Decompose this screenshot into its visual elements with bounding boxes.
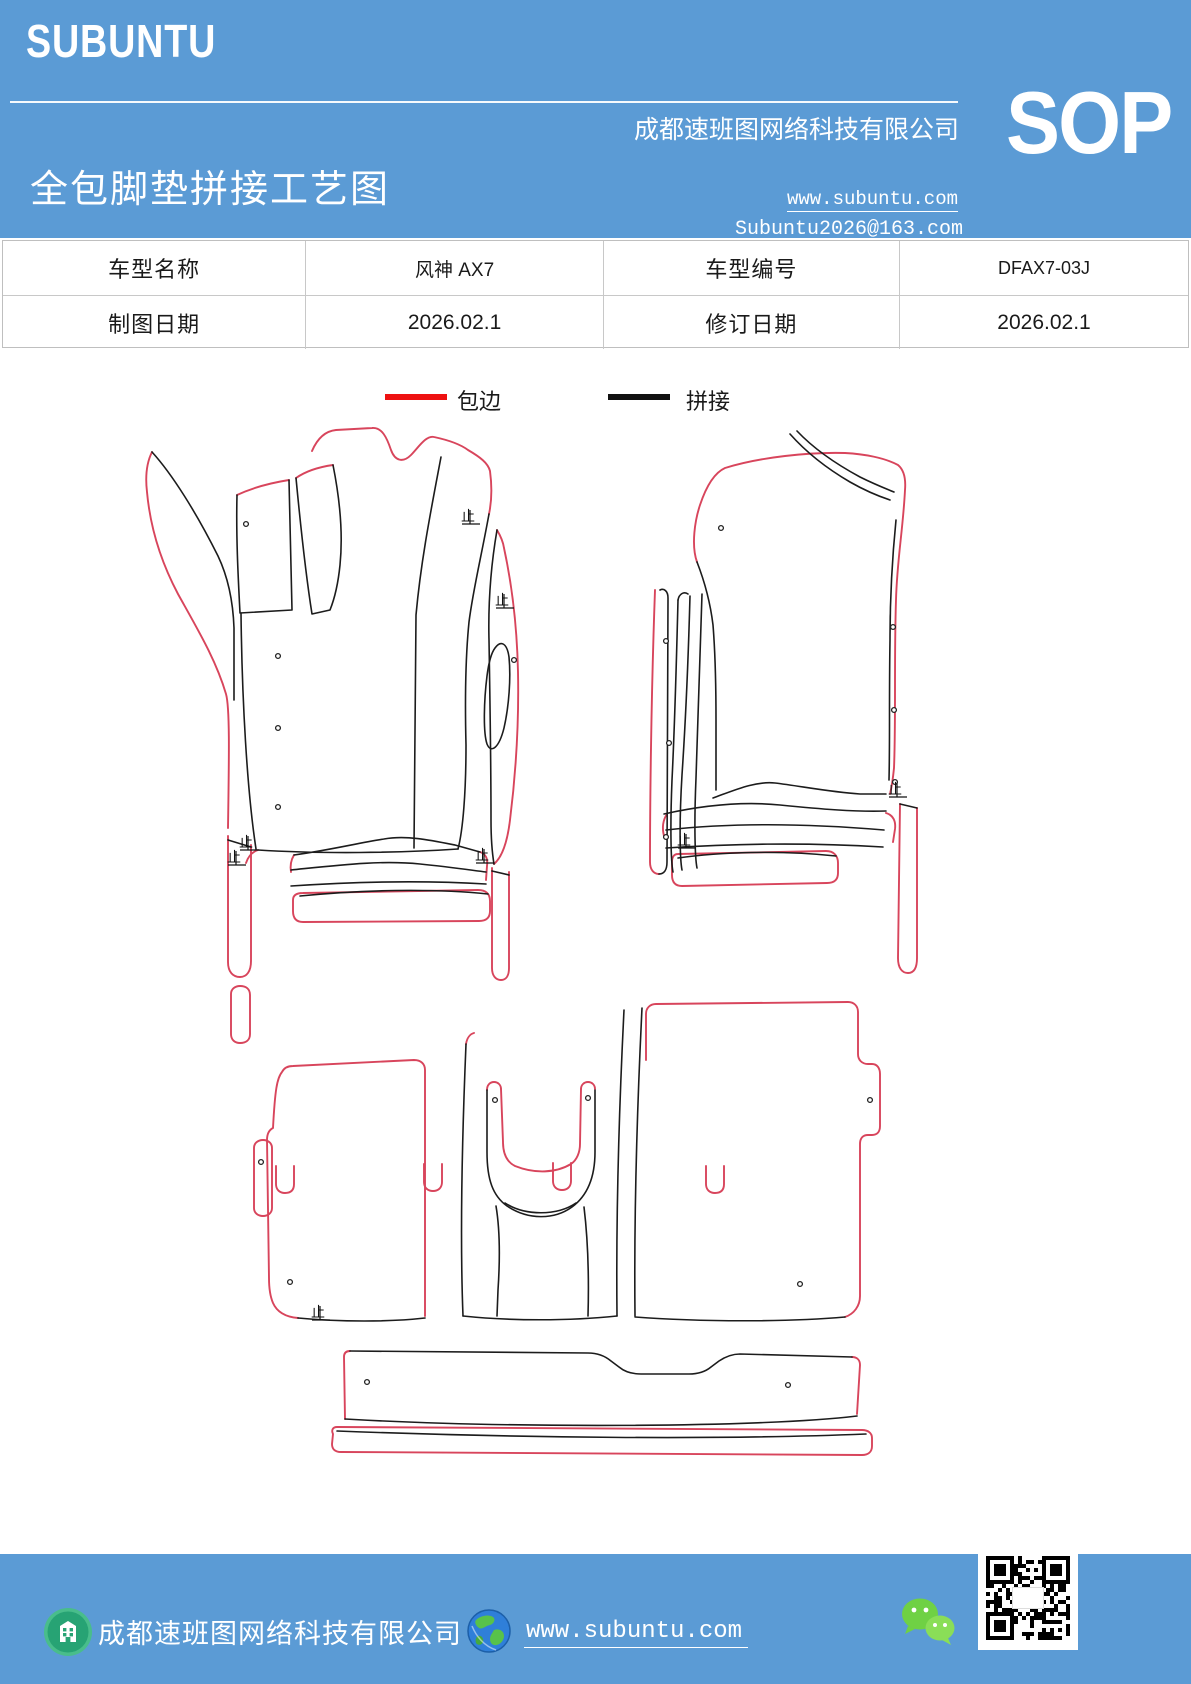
draw-date-label: 制图日期 [3, 296, 307, 349]
header-banner: SUBUNTU 成都速班图网络科技有限公司 全包脚垫拼接工艺图 www.subu… [0, 0, 1191, 241]
stop-marks: 止 止 止 止 止 止 止 止 [227, 509, 907, 1321]
revise-date-value: 2026.02.1 [997, 310, 1091, 334]
company-building-icon [44, 1608, 92, 1656]
header-email: Subuntu2026@163.com [734, 218, 963, 241]
model-name-value: 风神 AX7 [306, 241, 604, 296]
vehicle-info-table: 车型名称 风神 AX7 车型编号 DFAX7-03J 制图日期 2026.02.… [2, 240, 1189, 349]
draw-date-value: 2026.02.1 [306, 296, 604, 349]
wechat-icon [902, 1598, 955, 1645]
stop-mark: 止 [311, 1305, 325, 1321]
rear-mat-drawing [230, 985, 881, 1456]
sop-badge: SOP [1006, 73, 1173, 172]
revise-date-label: 修订日期 [604, 296, 901, 349]
footer-website-link[interactable]: www.subuntu.com [524, 1618, 749, 1648]
stop-mark: 止 [461, 509, 475, 525]
stop-mark: 止 [239, 835, 253, 851]
brand-logo: SUBUNTU [26, 15, 217, 67]
header-website-link[interactable]: www.subuntu.com [786, 188, 958, 212]
header-divider-line [10, 101, 958, 103]
header-company-name: 成都速班图网络科技有限公司 [633, 117, 959, 144]
legend: 包边 拼接 [0, 382, 1191, 416]
model-name-label: 车型名称 [3, 241, 307, 296]
edge-binding-label: 包边 [457, 389, 502, 414]
driver-mat-drawing [145, 427, 520, 981]
stitch-swatch [608, 394, 670, 400]
globe-icon [467, 1609, 511, 1653]
stop-mark: 止 [677, 833, 691, 849]
stop-mark: 止 [495, 593, 509, 609]
model-code-value: DFAX7-03J [900, 241, 1188, 296]
passenger-mat-drawing [649, 430, 918, 974]
qr-center-logo [1012, 1587, 1044, 1609]
footer-company-name: 成都速班图网络科技有限公司 [98, 1619, 462, 1649]
page-title: 全包脚垫拼接工艺图 [30, 169, 391, 211]
stitch-label: 拼接 [686, 389, 731, 414]
stop-mark: 止 [888, 782, 902, 798]
edge-binding-swatch [385, 394, 447, 400]
hole-marker-dots [242, 520, 899, 1389]
model-code-label: 车型编号 [603, 241, 901, 296]
qr-code [978, 1546, 1078, 1650]
stop-mark: 止 [475, 848, 489, 864]
qr-code-modules [986, 1556, 1070, 1640]
stop-mark: 止 [227, 850, 241, 866]
